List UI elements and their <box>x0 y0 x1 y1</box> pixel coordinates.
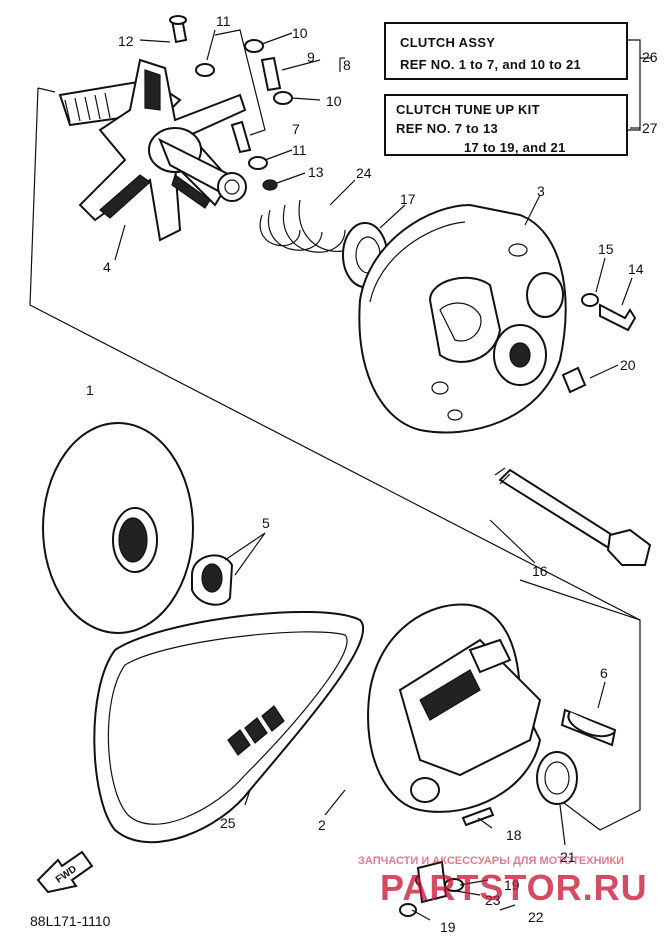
callout-24: 24 <box>356 165 372 181</box>
assembly-outline <box>29 39 652 831</box>
callout-17: 17 <box>400 191 416 207</box>
spider-hub <box>58 58 247 242</box>
callout-14: 14 <box>628 261 644 277</box>
cover-bolt <box>561 293 637 394</box>
callout-19a: 19 <box>504 877 520 893</box>
callout-1: 1 <box>86 382 94 398</box>
callout-16: 16 <box>532 563 548 579</box>
callout-23: 23 <box>485 892 501 908</box>
sheave-bushing <box>191 554 234 606</box>
fixed-sheave <box>367 603 542 813</box>
clutch-assy-ref: REF NO. 1 to 7, and 10 to 21 <box>400 57 582 72</box>
callout-25: 25 <box>220 815 236 831</box>
clutch-assy-title: CLUTCH ASSY <box>400 35 496 50</box>
callout-21: 21 <box>560 849 576 865</box>
callout-15: 15 <box>598 241 614 257</box>
small-hardware <box>169 15 293 191</box>
clutch-assy-box: CLUTCH ASSY REF NO. 1 to 7, and 10 to 21 <box>384 22 628 80</box>
weight-pins <box>399 806 495 917</box>
callout-19b: 19 <box>440 919 456 935</box>
movable-sheave <box>42 422 194 634</box>
watermark-caption: ЗАПЧАСТИ И АКСЕССУАРЫ ДЛЯ МОТОТЕХНИКИ <box>358 855 624 867</box>
callout-11a: 11 <box>216 13 231 29</box>
tune-up-kit-ref: REF NO. 7 to 13 <box>396 121 499 136</box>
callout-10a: 10 <box>292 25 308 41</box>
callout-22: 22 <box>528 909 544 925</box>
callout-12: 12 <box>118 33 134 49</box>
clutch-cover <box>358 203 567 434</box>
callout-8: 8 <box>343 57 351 73</box>
drive-belt <box>93 610 365 844</box>
callout-10b: 10 <box>326 93 342 109</box>
callout-leaders <box>114 29 633 921</box>
tune-up-kit-ref-cont: 17 to 19, and 21 <box>464 140 566 155</box>
callout-5: 5 <box>262 515 270 531</box>
fwd-arrow: FWD <box>36 850 94 894</box>
long-bolt <box>494 467 652 566</box>
callout-18: 18 <box>506 827 522 843</box>
callout-3: 3 <box>537 183 545 199</box>
callout-13: 13 <box>308 164 324 180</box>
callout-26: 26 <box>642 49 658 65</box>
callout-7: 7 <box>292 121 300 137</box>
callout-numbers: 12 11 10 9 8 10 7 11 13 24 17 3 15 14 20… <box>86 13 658 935</box>
callout-9: 9 <box>307 49 315 65</box>
callout-2: 2 <box>318 817 326 833</box>
figure-code: 88L171-1110 <box>30 913 111 929</box>
tune-up-kit-title: CLUTCH TUNE UP KIT <box>396 102 540 117</box>
callout-27: 27 <box>642 120 658 136</box>
callout-4: 4 <box>103 259 111 275</box>
roller-sleeve <box>536 708 617 805</box>
watermark-logo: PARTSTOR.RU <box>380 867 648 908</box>
callout-20: 20 <box>620 357 636 373</box>
tune-up-kit-box: CLUTCH TUNE UP KIT REF NO. 7 to 13 17 to… <box>384 94 628 156</box>
callout-6: 6 <box>600 665 608 681</box>
callout-11b: 11 <box>292 142 307 158</box>
watermark: ЗАПЧАСТИ И АКСЕССУАРЫ ДЛЯ МОТОТЕХНИКИ PA… <box>358 855 648 908</box>
